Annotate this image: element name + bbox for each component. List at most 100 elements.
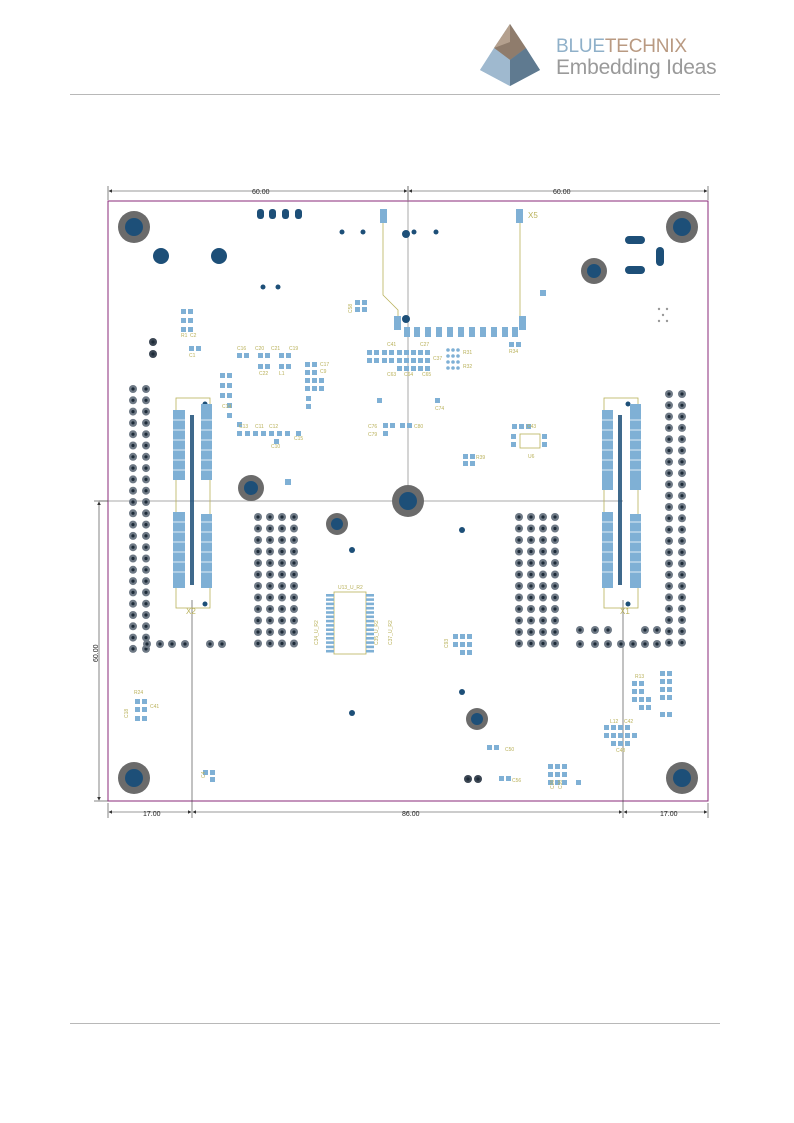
dim-bottom-left: 17.00 xyxy=(143,811,161,818)
ref-label: C35_U_R2 xyxy=(374,620,380,645)
pin-hole xyxy=(144,432,148,436)
brand-name: BLUETECHNIX xyxy=(556,36,687,58)
pin-hole xyxy=(131,421,135,425)
pin-hole xyxy=(131,387,135,391)
ref-label: C1 xyxy=(189,353,196,359)
ic-pin xyxy=(326,598,334,601)
pin-hole xyxy=(541,630,545,634)
pin-hole xyxy=(144,489,148,493)
pin-hole xyxy=(131,545,135,549)
pin-hole xyxy=(553,538,557,542)
pin-hole xyxy=(541,538,545,542)
pin-hole xyxy=(280,630,284,634)
ref-label: C65 xyxy=(422,372,431,378)
pin-hole xyxy=(131,489,135,493)
ref-label: R32 xyxy=(463,364,472,370)
pin-hole xyxy=(268,584,272,588)
pin-hole xyxy=(144,398,148,402)
pin-hole xyxy=(578,628,582,632)
pin-hole xyxy=(268,618,272,623)
pin-hole xyxy=(541,641,545,646)
pin-hole xyxy=(220,642,224,646)
ref-label: C16 xyxy=(237,346,246,352)
pin-hole xyxy=(280,584,284,588)
ref-label: C15 xyxy=(294,436,303,442)
pin-hole xyxy=(131,443,135,448)
ic-u13 xyxy=(326,591,374,655)
pin-hole xyxy=(280,641,284,646)
pin-hole xyxy=(292,561,296,565)
pin-hole xyxy=(280,526,284,531)
pin-hole xyxy=(517,526,521,531)
header-rule xyxy=(70,94,720,95)
x2-label: X2 xyxy=(186,607,196,616)
pin-hole xyxy=(667,415,671,419)
pin-hole xyxy=(680,516,684,520)
ref-label: C63 xyxy=(387,372,396,378)
pin-hole xyxy=(529,584,533,588)
pin-hole xyxy=(183,642,187,646)
pin-hole xyxy=(606,642,610,646)
pin-hole xyxy=(680,641,684,645)
pin-hole xyxy=(144,556,148,561)
ref-label: R13 xyxy=(635,674,644,680)
pin-hole xyxy=(517,549,521,554)
pin-hole xyxy=(553,515,557,519)
pin-hole xyxy=(144,602,148,606)
pin-hole xyxy=(268,641,272,646)
pin-hole xyxy=(643,642,647,646)
pin-hole xyxy=(256,618,260,623)
pin-hole xyxy=(643,628,647,632)
pin-hole xyxy=(680,505,684,509)
ic-pin xyxy=(326,594,334,597)
pin-hole xyxy=(606,628,610,632)
ref-label: C2 xyxy=(190,333,197,339)
pin-hole xyxy=(553,641,557,646)
x5-pin-left xyxy=(380,209,387,223)
dim-left: 60.00 xyxy=(93,644,100,662)
pin-hole xyxy=(553,618,557,623)
pin-hole xyxy=(541,584,545,588)
ref-label: C37 xyxy=(433,356,442,362)
pin-hole xyxy=(151,352,155,356)
pin-hole xyxy=(667,629,671,633)
pin-hole xyxy=(553,607,557,611)
pin-hole xyxy=(292,641,296,646)
ic-pin xyxy=(326,624,334,627)
pin-hole xyxy=(541,561,545,565)
pin-hole xyxy=(131,534,135,538)
ic-pin xyxy=(326,645,334,649)
ic-pin xyxy=(366,615,374,619)
pin-hole xyxy=(280,607,284,611)
pin-hole xyxy=(256,584,260,588)
pin-hole xyxy=(256,549,260,554)
pin-hole xyxy=(256,641,260,646)
ic-pin xyxy=(366,602,374,606)
x1-label: X1 xyxy=(620,607,630,616)
x5-pads xyxy=(394,316,526,337)
pin-hole xyxy=(680,437,684,441)
pin-hole xyxy=(268,595,272,600)
ic-pin xyxy=(366,606,374,610)
pin-hole xyxy=(680,573,684,577)
pin-hole xyxy=(680,494,684,498)
ic-pin xyxy=(326,619,334,623)
ref-label: C79 xyxy=(368,432,377,438)
component-labels: C16 C20 C21 C19 C22 L1 C17 C9 C13 C11 C1… xyxy=(124,304,644,789)
ref-label: C22 xyxy=(259,371,268,377)
brand-name-blue: BLUE xyxy=(556,36,605,57)
x5-traces xyxy=(382,218,521,320)
pin-hole xyxy=(131,647,135,651)
pin-hole xyxy=(667,595,671,600)
pin-hole xyxy=(529,526,533,531)
pin-hole xyxy=(680,607,684,611)
pin-hole xyxy=(268,538,272,542)
pin-hole xyxy=(680,561,684,566)
pin-hole xyxy=(292,515,296,519)
pin-hole xyxy=(529,572,533,577)
x5-label: X5 xyxy=(528,211,538,220)
pin-hole xyxy=(553,595,557,600)
pin-hole xyxy=(667,641,671,645)
pin-hole xyxy=(667,448,671,453)
ref-label: C10 xyxy=(271,444,280,450)
